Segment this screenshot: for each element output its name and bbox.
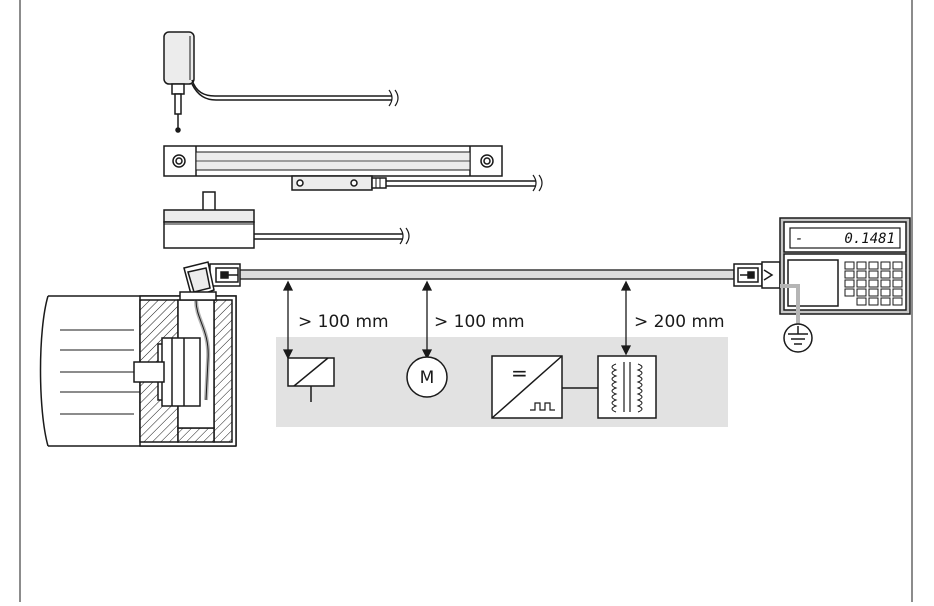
motor-symbol: M: [420, 368, 435, 388]
keypad-key: [868, 270, 879, 279]
motor-distance-label: > 100 mm: [434, 312, 525, 332]
ground-connection: [780, 284, 800, 326]
keypad-key: [892, 261, 903, 270]
keypad-key: [856, 270, 867, 279]
converter-symbol: =: [511, 361, 528, 385]
readout-keypad: [844, 261, 903, 306]
keypad-key: [880, 270, 891, 279]
transformer-distance-label: > 200 mm: [634, 312, 725, 332]
keypad-key: [868, 261, 879, 270]
keypad-key: [880, 279, 891, 288]
keypad-key: [844, 270, 855, 279]
keypad-key: [856, 279, 867, 288]
transformer-icon: [597, 355, 657, 419]
keypad-key: [892, 288, 903, 297]
keypad-key: [856, 261, 867, 270]
keypad-key: [856, 288, 867, 297]
keypad-key: [844, 288, 855, 297]
keypad-key: [868, 297, 879, 306]
keypad-key: [892, 270, 903, 279]
page-border: [19, 0, 913, 602]
keypad-key: [880, 288, 891, 297]
rotary-encoder-icon: [163, 191, 410, 249]
linear-encoder-icon: [163, 145, 543, 192]
housing-connector: [179, 261, 217, 301]
display-sign: -: [795, 231, 803, 247]
motor-icon: [406, 356, 448, 398]
distance-arrows: [282, 280, 632, 360]
keypad-key: [880, 297, 891, 306]
encoder-cable: [237, 269, 735, 280]
keypad-key: [844, 261, 855, 270]
relay-distance-label: > 100 mm: [298, 312, 389, 332]
keypad-key: [868, 288, 879, 297]
frequency-converter-icon: [491, 355, 598, 419]
keypad-key: [844, 279, 855, 288]
keypad-key: [892, 279, 903, 288]
machine-housing: [39, 295, 237, 447]
display-value: 0.1481: [844, 231, 895, 247]
ground-icon: [783, 323, 813, 353]
cable-connector-right: [733, 261, 781, 289]
keypad-key: [892, 297, 903, 306]
keypad-key: [868, 279, 879, 288]
keypad-key: [856, 297, 867, 306]
power-supply-icon: [163, 31, 399, 133]
keypad-key: [880, 261, 891, 270]
relay-icon: [287, 357, 335, 402]
cable-connector-left: [209, 263, 241, 287]
